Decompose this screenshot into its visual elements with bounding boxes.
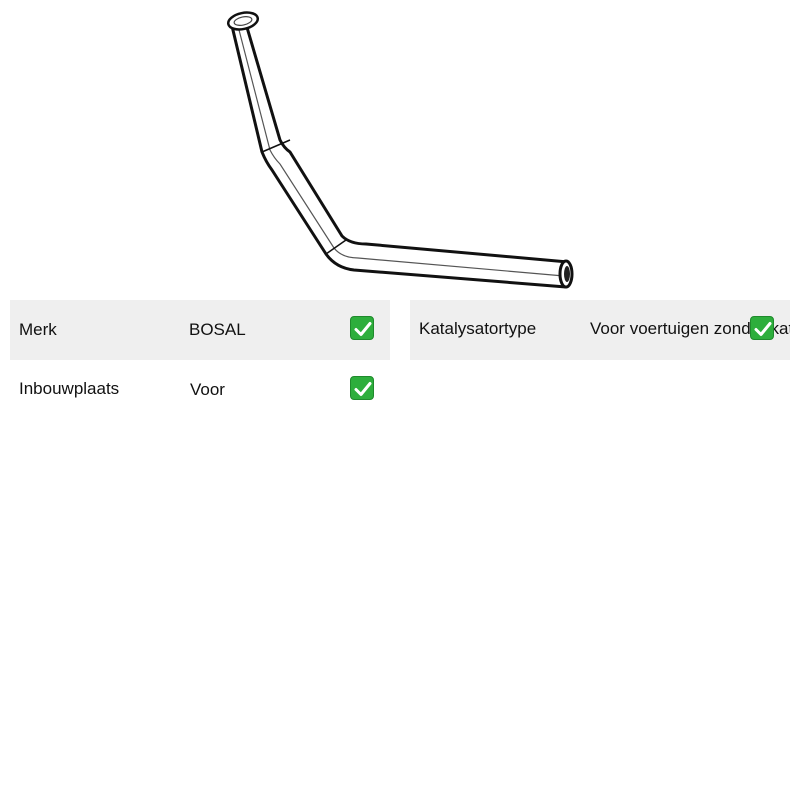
check-mark-icon: [750, 316, 774, 340]
spec-row-mounting-position: Inbouwplaats Voor: [10, 360, 390, 420]
check-mark-icon: [350, 316, 374, 340]
exhaust-pipe-image: [226, 11, 574, 289]
spec-row-catalyst-type: Katalysatortype Voor voertuigen zonder k…: [410, 300, 790, 360]
check-mark-icon: [350, 376, 374, 400]
spec-value-brand: BOSAL: [189, 320, 246, 339]
spec-value-catalyst-type: Voor voertuigen zonder katalysator: [590, 319, 790, 338]
spec-label-mounting-position: Inbouwplaats: [19, 379, 120, 398]
spec-row-brand: Merk BOSAL: [10, 300, 390, 360]
spec-label-catalyst-type: Katalysatortype: [419, 319, 537, 338]
spec-value-mounting-position: Voor: [190, 380, 225, 399]
spec-label-brand: Merk: [19, 320, 57, 339]
